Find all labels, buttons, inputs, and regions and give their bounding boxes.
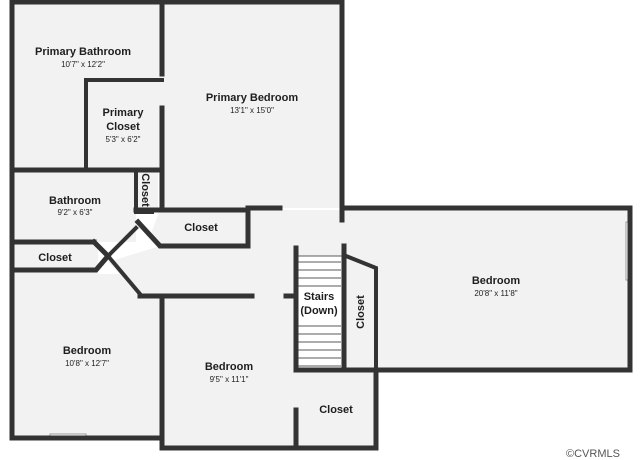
closet-vertical-stairs-floor — [344, 256, 376, 370]
primary-bathroom-name: Primary Bathroom — [35, 46, 131, 58]
bathroom-floor — [12, 170, 136, 242]
wall-closet-middle — [133, 207, 251, 249]
wall-closet-stairs — [343, 253, 378, 372]
bedroom-bottom-size: 9'5" x 11'1" — [210, 375, 249, 384]
watermark: ©CVRMLS — [566, 448, 620, 460]
bedroom-left-size: 10'8" x 12'7" — [65, 359, 109, 368]
room-labels: Primary Bathroom 10'7" x 12'2" Primary C… — [35, 46, 520, 416]
stairs-name-line1: Stairs — [304, 291, 335, 303]
primary-bathroom-size: 10'7" x 12'2" — [61, 60, 105, 69]
stairs-treads — [296, 255, 343, 369]
bedroom-bottom-name: Bedroom — [205, 361, 254, 373]
bedroom-bottom-floor — [162, 296, 296, 448]
bedroom-left-floor — [12, 274, 162, 438]
bathroom-name: Bathroom — [49, 195, 101, 207]
closet-middle-floor — [150, 210, 248, 246]
walls — [9, 0, 633, 451]
hallway-floor — [108, 210, 344, 370]
closet-vertical-top-name: Closet — [139, 173, 151, 207]
closet-bottom-name: Closet — [319, 404, 353, 416]
bathroom-size: 9'2" x 6'3" — [58, 208, 93, 217]
primary-bedroom-floor — [162, 2, 342, 208]
primary-bedroom-name: Primary Bedroom — [206, 92, 299, 104]
wall-primary-closet — [84, 78, 164, 172]
bedroom-large-right-name: Bedroom — [472, 275, 521, 287]
bedroom-large-right-size: 20'8" x 11'8" — [474, 289, 517, 298]
wall-diagonal-upper — [105, 225, 139, 259]
closet-middle-name: Closet — [184, 222, 218, 234]
wall-closet-left — [9, 238, 112, 273]
primary-closet-name-line1: Primary — [103, 107, 145, 119]
bedroom-left-name: Bedroom — [63, 345, 112, 357]
primary-closet-size: 5'3" x 6'2" — [106, 135, 141, 144]
closet-vertical-stairs-name: Closet — [355, 295, 367, 329]
bedroom-large-right-floor — [344, 208, 630, 370]
closet-bottom-floor — [296, 370, 376, 448]
closet-vertical-top-floor — [136, 170, 158, 210]
stairs-name-line2: (Down) — [300, 305, 338, 317]
primary-bedroom-size: 13'1" x 15'0" — [230, 106, 274, 115]
primary-closet-name-line2: Closet — [106, 121, 140, 133]
wall-diagonal-hall — [105, 253, 143, 297]
closet-left-name: Closet — [38, 252, 72, 264]
